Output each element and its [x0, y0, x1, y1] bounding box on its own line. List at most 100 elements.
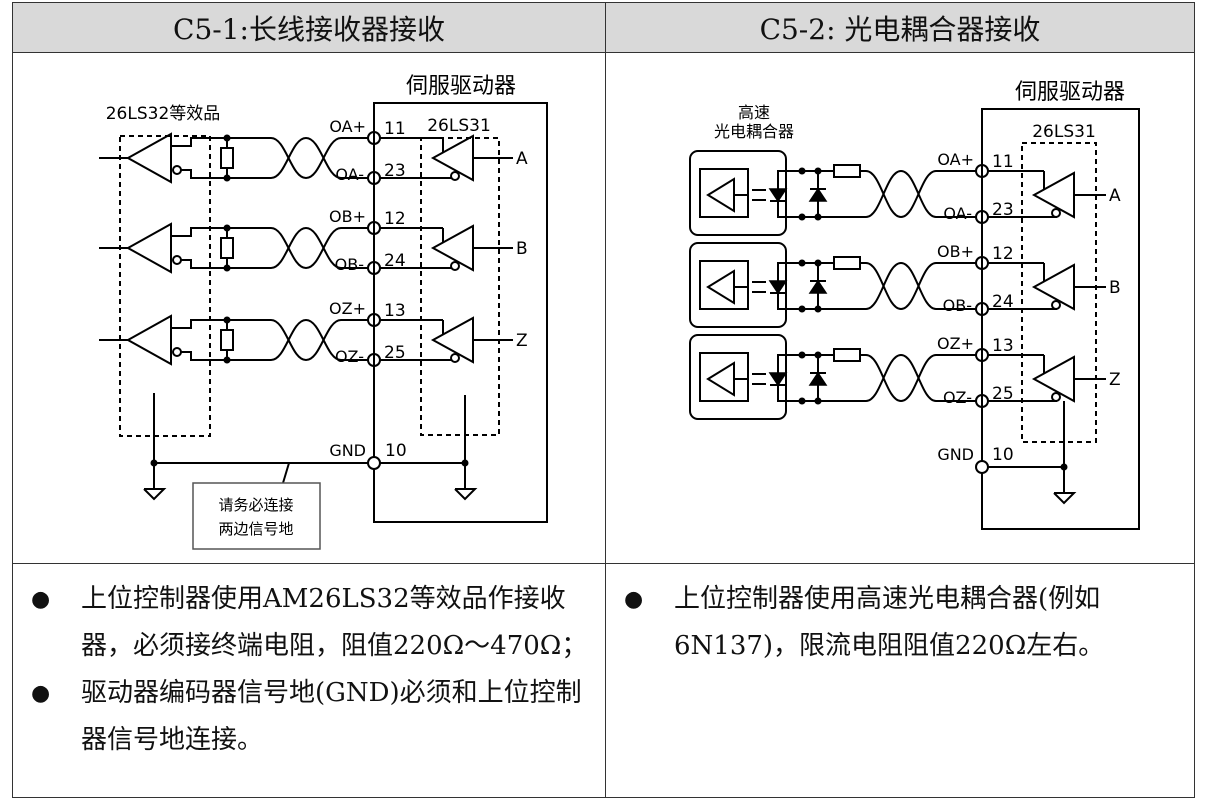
signal-minus-label: OB-: [943, 296, 972, 315]
receiver-title-right-2: 光电耦合器: [714, 122, 794, 141]
twisted-pair: [270, 319, 342, 362]
optocoupler-package: [689, 150, 787, 236]
signal-minus-label: OA-: [943, 204, 972, 223]
junction-dot: [814, 167, 822, 175]
junction-dot: [814, 351, 822, 359]
receiver-symbol: [125, 132, 172, 184]
ground-network-right: [981, 109, 1077, 505]
signal-minus-label: OB-: [335, 255, 364, 274]
junction-dot: [223, 356, 231, 364]
output-label: B: [516, 239, 528, 259]
receiver-symbol: [125, 222, 172, 274]
note-text: 上位控制器使用高速光电耦合器(例如6N137)，限流电阻阻值220Ω左右。: [674, 584, 1105, 661]
current-limit-resistor: [833, 164, 861, 178]
diode-icon: [808, 187, 828, 202]
led-icon: [768, 372, 788, 387]
pin-plus-label: 11: [992, 152, 1014, 172]
receiver-title-right-1: 高速: [738, 103, 770, 122]
junction-dot: [223, 174, 231, 182]
comparison-table: C5-1:长线接收器接收 C5-2: 光电耦合器接收 伺服驱动器 26LS32等…: [12, 2, 1195, 798]
channel-b: OB+ OB- 12 24 B: [99, 207, 528, 275]
terminal-resistor: [220, 147, 234, 169]
inverting-bubble: [1051, 392, 1061, 402]
twisted-pair: [865, 261, 937, 310]
twisted-pair: [865, 354, 937, 403]
output-label: B: [1109, 278, 1121, 298]
junction-dot: [798, 305, 806, 313]
junction-dot: [798, 213, 806, 221]
pin-minus-label: 23: [384, 161, 406, 181]
signal-plus-label: OB+: [329, 207, 366, 226]
signal-plus-label: OA+: [329, 117, 366, 136]
wire: [181, 351, 271, 361]
output-buffer-symbol: [706, 177, 735, 213]
twisted-pair: [865, 169, 937, 218]
inverting-bubble: [172, 347, 182, 357]
header-left: C5-1:长线接收器接收: [13, 3, 606, 53]
photo-detector-box: [699, 352, 749, 402]
wire: [181, 259, 271, 269]
wire: [171, 227, 271, 237]
junction-dot: [814, 305, 822, 313]
pin-minus-label: 25: [384, 343, 406, 363]
bullet-icon: ●: [31, 587, 51, 612]
pin-plus-label: 13: [992, 336, 1014, 356]
pin-minus-label: 23: [992, 200, 1014, 220]
pin-minus-label: 24: [992, 292, 1014, 312]
callout-line-2: 两边信号地: [218, 520, 293, 538]
inverting-bubble: [450, 353, 460, 363]
callout-line-1: 请务必连接: [218, 496, 293, 514]
twisted-pair: [270, 137, 342, 180]
note-item: ● 上位控制器使用AM26LS32等效品作接收器，必须接终端电阻，阻值220Ω～…: [21, 576, 595, 670]
inverting-bubble: [450, 171, 460, 181]
current-limit-resistor: [833, 348, 861, 362]
output-buffer-symbol: [706, 361, 735, 397]
diode-icon: [808, 279, 828, 294]
photo-detector-box: [699, 168, 749, 218]
driver-title-right: 伺服驱动器: [1015, 80, 1125, 105]
signal-plus-label: OZ+: [329, 299, 366, 318]
photo-detector-box: [699, 260, 749, 310]
chip-box-right: [1021, 142, 1097, 443]
wire: [777, 201, 786, 218]
callout-box: [192, 482, 321, 550]
wire: [181, 169, 271, 179]
gnd-label-right: GND: [937, 445, 974, 464]
pin-plus-label: 12: [384, 209, 406, 229]
junction-dot: [798, 351, 806, 359]
output-label: Z: [1109, 370, 1121, 390]
signal-plus-label: OB+: [937, 242, 974, 261]
gnd-label: GND: [329, 441, 366, 460]
wire: [171, 137, 271, 147]
pin-plus-label: 12: [992, 244, 1014, 264]
notes-left: ● 上位控制器使用AM26LS32等效品作接收器，必须接终端电阻，阻值220Ω～…: [13, 564, 606, 797]
output-buffer-symbol: [706, 269, 735, 305]
receiver-title: 26LS32等效品: [106, 104, 221, 124]
opto-channel-b: OB+ OB- 12 24 B: [689, 242, 1121, 328]
junction-dot: [798, 259, 806, 267]
wire: [777, 170, 786, 189]
pin-minus-label: 25: [992, 384, 1014, 404]
terminal-resistor: [220, 237, 234, 259]
receiver-symbol: [125, 314, 172, 366]
signal-plus-label: OA+: [937, 150, 974, 169]
driver-title: 伺服驱动器: [406, 74, 516, 99]
inverting-bubble: [172, 165, 182, 175]
current-limit-resistor: [833, 256, 861, 270]
pin-minus-label: 24: [384, 251, 406, 271]
bullet-icon: ●: [624, 587, 644, 612]
junction-dot: [223, 316, 231, 324]
ground-network: [143, 103, 478, 550]
chip-box: [420, 137, 500, 436]
inverting-bubble: [172, 255, 182, 265]
wire: [171, 319, 271, 329]
signal-plus-label: OZ+: [937, 334, 974, 353]
wire: [777, 354, 786, 373]
